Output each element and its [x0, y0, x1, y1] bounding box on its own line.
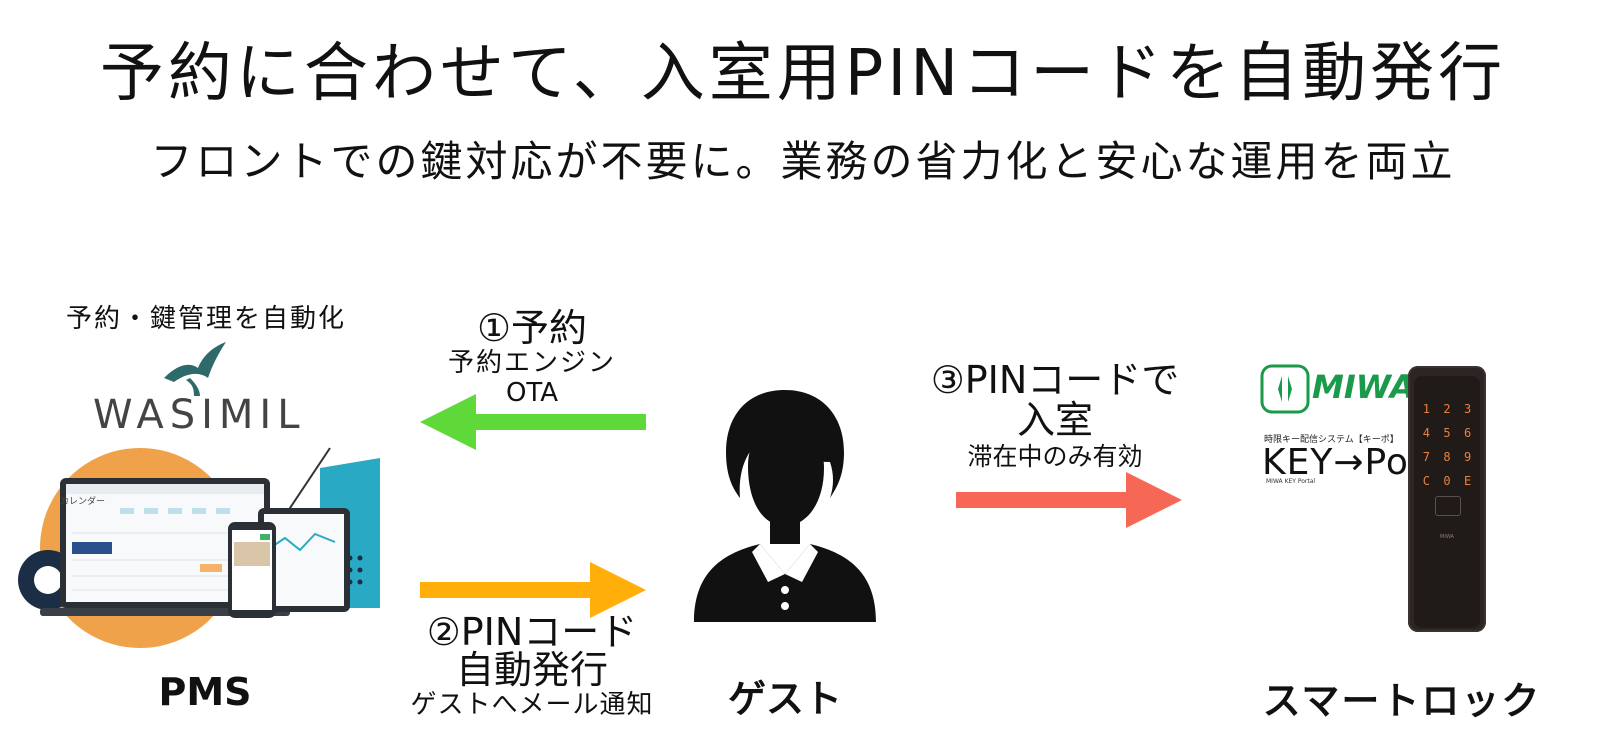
- miwa-brand: MIWA: [1312, 368, 1415, 406]
- keypo-logo: KEY→Po: [1262, 442, 1409, 483]
- keypad-key: 4: [1416, 426, 1437, 440]
- lock-keypad: 1 2 3 4 5 6 7 8 9 C 0 E: [1416, 402, 1478, 488]
- person-icon: [690, 386, 880, 622]
- keypo-subtitle: MIWA KEY Portal: [1266, 478, 1315, 485]
- step3-title2: 入室: [910, 398, 1200, 442]
- step2-note: ゲストへメール通知: [392, 690, 672, 720]
- keypad-key: 6: [1457, 426, 1478, 440]
- wasimil-bird-icon: [160, 338, 230, 398]
- keypad-key: 3: [1457, 402, 1478, 416]
- lock-handle-icon: [1435, 496, 1461, 516]
- step2-title2: 自動発行: [402, 648, 662, 692]
- keypad-key: 9: [1457, 450, 1478, 464]
- step3-title1: ③PINコードで: [910, 358, 1200, 402]
- arrow-entry-icon: [956, 472, 1182, 528]
- step3-note: 滞在中のみ有効: [920, 442, 1190, 472]
- pms-label: PMS: [140, 670, 270, 714]
- arrow-reservation-icon: [420, 394, 646, 450]
- keypad-key: E: [1457, 474, 1478, 488]
- keypad-key: 1: [1416, 402, 1437, 416]
- guest-label: ゲスト: [700, 668, 870, 723]
- step1-title: ①予約: [432, 306, 632, 350]
- page-title: 予約に合わせて、入室用PINコードを自動発行: [0, 22, 1606, 114]
- step1-line1: 予約エンジン: [412, 348, 652, 378]
- pms-screen-title: カレンダー: [60, 494, 105, 507]
- wasimil-logo: WASIMIL: [93, 392, 306, 438]
- smart-lock-device: 1 2 3 4 5 6 7 8 9 C 0 E MIWA: [1408, 366, 1486, 632]
- pms-caption: 予約・鍵管理を自動化: [66, 298, 346, 335]
- miwa-logo-icon: [1260, 364, 1310, 414]
- keypad-key: 2: [1437, 402, 1458, 416]
- keypad-key: 5: [1437, 426, 1458, 440]
- keypad-key: 8: [1437, 450, 1458, 464]
- page-subtitle: フロントでの鍵対応が不要に。業務の省力化と安心な運用を両立: [0, 128, 1606, 189]
- keypad-key: 7: [1416, 450, 1437, 464]
- device-brand: MIWA: [1408, 534, 1486, 540]
- smart-lock-label: スマートロック: [1262, 670, 1542, 725]
- keypad-key: C: [1416, 474, 1437, 488]
- pms-devices-illustration: [20, 438, 390, 628]
- keypad-key: 0: [1437, 474, 1458, 488]
